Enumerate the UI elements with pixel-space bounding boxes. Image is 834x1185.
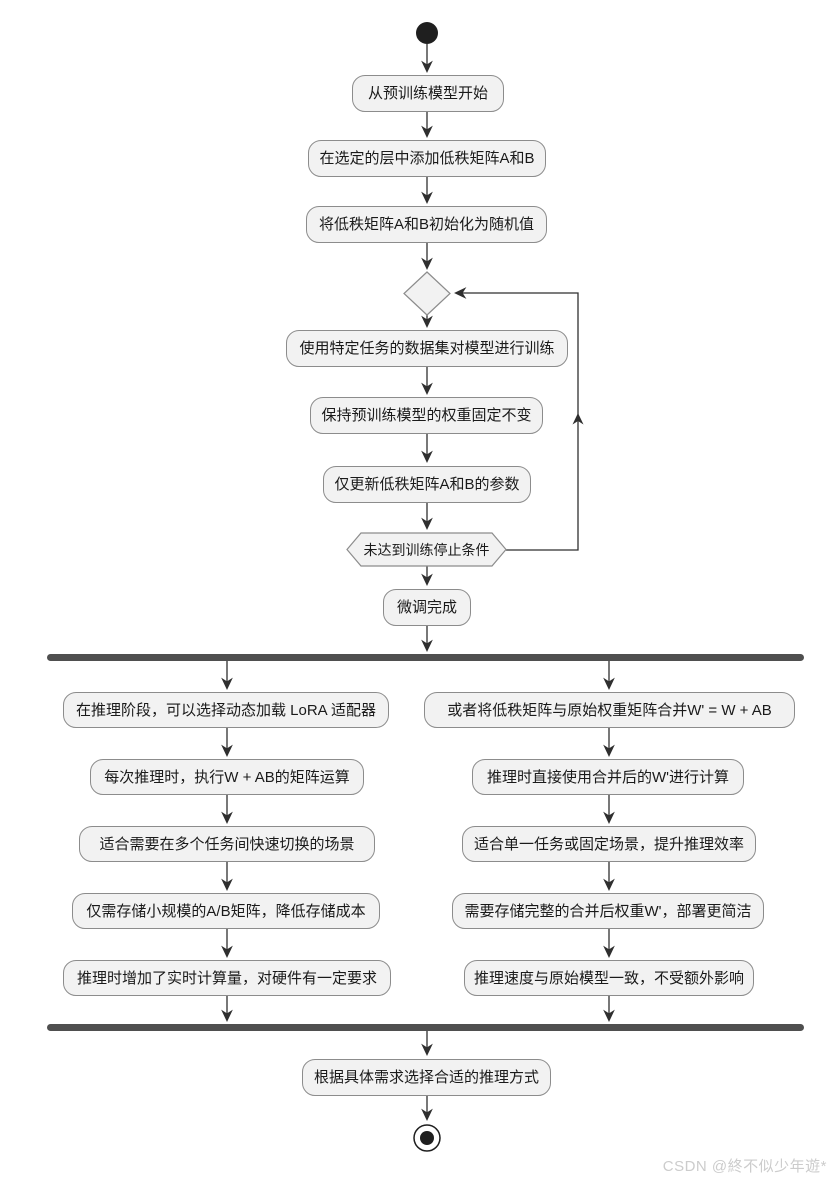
repeat-condition-label: 未达到训练停止条件	[363, 541, 490, 558]
end-node-icon	[413, 1124, 441, 1152]
branch-merge-diamond	[403, 271, 451, 316]
fork-bar	[47, 654, 804, 661]
loop-back-connector	[454, 287, 584, 551]
activity-update-ab-params: 仅更新低秩矩阵A和B的参数	[323, 466, 531, 503]
activity-right-merge-weights: 或者将低秩矩阵与原始权重矩阵合并W' = W + AB	[424, 692, 795, 728]
activity-train-on-dataset: 使用特定任务的数据集对模型进行训练	[286, 330, 568, 367]
activity-freeze-pretrained-weights: 保持预训练模型的权重固定不变	[310, 397, 543, 434]
join-bar	[47, 1024, 804, 1031]
activity-init-random-values: 将低秩矩阵A和B初始化为随机值	[306, 206, 547, 243]
activity-finetune-done: 微调完成	[383, 589, 471, 626]
activity-right-single-task-efficiency: 适合单一任务或固定场景，提升推理效率	[462, 826, 756, 862]
activity-left-runtime-matrix-compute: 每次推理时，执行W + AB的矩阵运算	[90, 759, 364, 795]
activity-right-store-full-weights: 需要存储完整的合并后权重W'，部署更简洁	[452, 893, 764, 929]
loop-up-arrowhead-icon	[572, 413, 584, 425]
activity-choose-inference-mode: 根据具体需求选择合适的推理方式	[302, 1059, 551, 1096]
activity-add-lowrank-matrices: 在选定的层中添加低秩矩阵A和B	[308, 140, 546, 177]
activity-left-multitask-switch: 适合需要在多个任务间快速切换的场景	[79, 826, 375, 862]
start-node-icon	[416, 22, 438, 44]
activity-left-hardware-requirement: 推理时增加了实时计算量，对硬件有一定要求	[63, 960, 391, 996]
activity-left-dynamic-load-lora: 在推理阶段，可以选择动态加载 LoRA 适配器	[63, 692, 389, 728]
watermark: CSDN @終不似少年遊*	[662, 1158, 827, 1175]
activity-right-use-merged-weights: 推理时直接使用合并后的W'进行计算	[472, 759, 744, 795]
activity-start-pretrained: 从预训练模型开始	[352, 75, 504, 112]
activity-right-inference-speed: 推理速度与原始模型一致，不受额外影响	[464, 960, 754, 996]
repeat-condition-hexagon	[346, 532, 507, 567]
activity-left-low-storage-cost: 仅需存储小规模的A/B矩阵，降低存储成本	[72, 893, 380, 929]
